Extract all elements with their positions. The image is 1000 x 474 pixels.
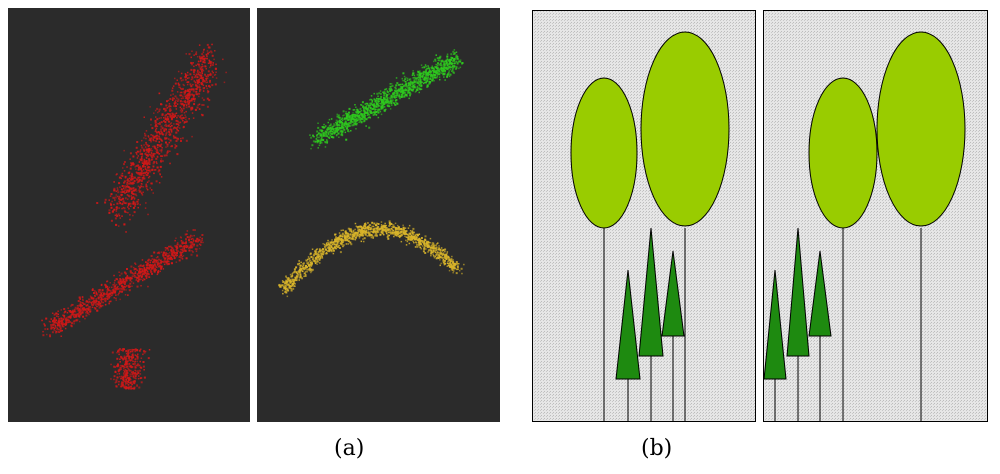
deciduous-crown (570, 77, 638, 229)
deciduous-crown (808, 77, 878, 229)
tree-model-right (763, 10, 988, 422)
stipple-background (532, 10, 756, 422)
deciduous-crown (876, 31, 966, 227)
point-cloud-panel-split (257, 8, 500, 422)
tree-model-left (532, 10, 756, 422)
deciduous-crown (640, 31, 730, 227)
point-cloud-panel-red (8, 8, 250, 422)
conifer-crown (763, 269, 787, 380)
tree-model-panel-left (532, 10, 756, 422)
red-point-cloud (41, 43, 227, 390)
caption-b: (b) (641, 436, 673, 461)
conifer-crown (808, 250, 832, 337)
tree-model-panel-right (763, 10, 988, 422)
conifer-crown (615, 269, 641, 380)
conifer-crown (638, 227, 664, 357)
caption-a: (a) (334, 436, 365, 461)
conifer-crown (786, 227, 810, 357)
conifer-crown (661, 250, 685, 337)
split-point-cloud (278, 49, 465, 298)
